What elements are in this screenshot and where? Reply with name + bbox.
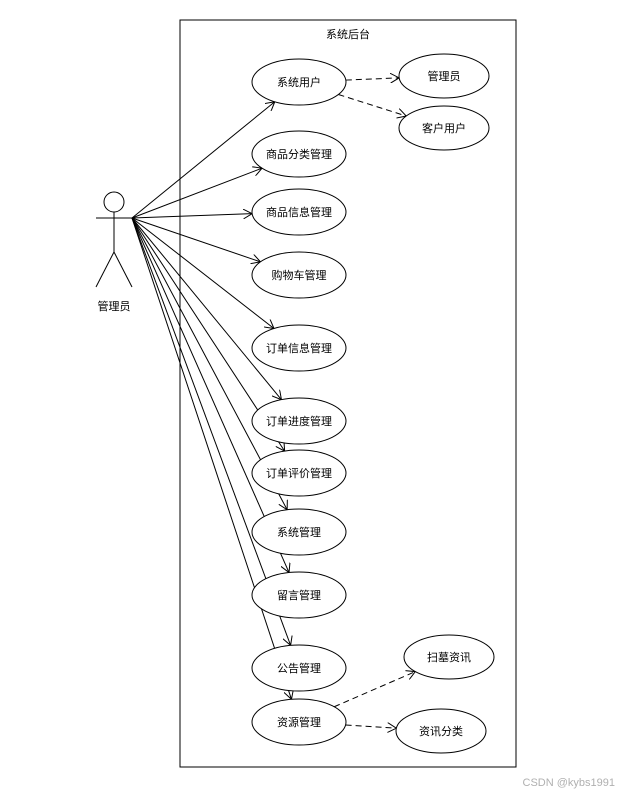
use-case-order-info-mgmt[interactable]: [251, 324, 347, 372]
use-case-label-system-users: 系统用户: [277, 75, 321, 89]
use-case-label-admin: 管理员: [428, 69, 461, 83]
use-case-news[interactable]: [403, 634, 495, 680]
use-case-category-mgmt[interactable]: [251, 130, 347, 178]
actor-right-leg: [113, 251, 133, 288]
actor-label: 管理员: [98, 299, 131, 313]
extension-lines: [333, 78, 415, 728]
association-line-category-mgmt: [131, 168, 262, 219]
use-case-label-news-category: 资讯分类: [419, 724, 463, 738]
association-line-cart-mgmt: [131, 217, 260, 262]
use-case-label-resource-mgmt: 资源管理: [277, 715, 321, 729]
extension-line-news-category: [345, 725, 397, 728]
association-line-system-users: [131, 102, 275, 219]
actor-admin: [95, 191, 133, 288]
use-case-cart-mgmt[interactable]: [251, 251, 347, 299]
use-case-resource-mgmt[interactable]: [251, 698, 347, 746]
use-case-system-users[interactable]: [251, 58, 347, 106]
use-case-order-progress-mgmt[interactable]: [251, 397, 347, 445]
association-line-resource-mgmt: [131, 217, 291, 699]
use-case-label-category-mgmt: 商品分类管理: [266, 147, 332, 161]
extension-line-news: [333, 672, 415, 708]
use-case-label-order-review-mgmt: 订单评价管理: [266, 466, 332, 480]
extension-line-admin: [345, 78, 399, 80]
use-case-label-customer-user: 客户用户: [422, 121, 466, 135]
use-case-label-order-info-mgmt: 订单信息管理: [266, 341, 332, 355]
association-line-notice-mgmt: [131, 217, 291, 645]
use-case-order-review-mgmt[interactable]: [251, 449, 347, 497]
use-case-news-category[interactable]: [395, 708, 487, 754]
use-case-label-news: 扫墓资讯: [427, 651, 471, 664]
system-boundary-title: 系统后台: [326, 27, 370, 41]
use-case-system-mgmt[interactable]: [251, 508, 347, 556]
association-line-product-info-mgmt: [131, 214, 252, 218]
association-line-order-progress-mgmt: [131, 217, 281, 400]
use-case-message-mgmt[interactable]: [251, 571, 347, 619]
use-case-customer-user[interactable]: [398, 105, 490, 151]
use-case-group: 系统用户商品分类管理商品信息管理购物车管理订单信息管理订单进度管理订单评价管理系…: [251, 58, 347, 746]
actor-left-leg: [95, 251, 115, 288]
use-case-admin[interactable]: [398, 53, 490, 99]
use-case-product-info-mgmt[interactable]: [251, 188, 347, 236]
extension-line-customer-user: [338, 94, 406, 117]
use-case-label-order-progress-mgmt: 订单进度管理: [266, 414, 332, 428]
use-case-label-notice-mgmt: 公告管理: [277, 661, 321, 675]
actor-head: [103, 191, 125, 213]
use-case-label-system-mgmt: 系统管理: [277, 525, 321, 539]
watermark: CSDN @kybs1991: [522, 777, 615, 789]
use-case-label-cart-mgmt: 购物车管理: [272, 268, 327, 282]
use-case-label-message-mgmt: 留言管理: [277, 588, 321, 602]
use-case-notice-mgmt[interactable]: [251, 644, 347, 692]
association-line-order-info-mgmt: [131, 217, 274, 329]
use-case-label-product-info-mgmt: 商品信息管理: [266, 205, 332, 219]
system-boundary: [179, 19, 517, 768]
association-line-message-mgmt: [131, 217, 289, 573]
